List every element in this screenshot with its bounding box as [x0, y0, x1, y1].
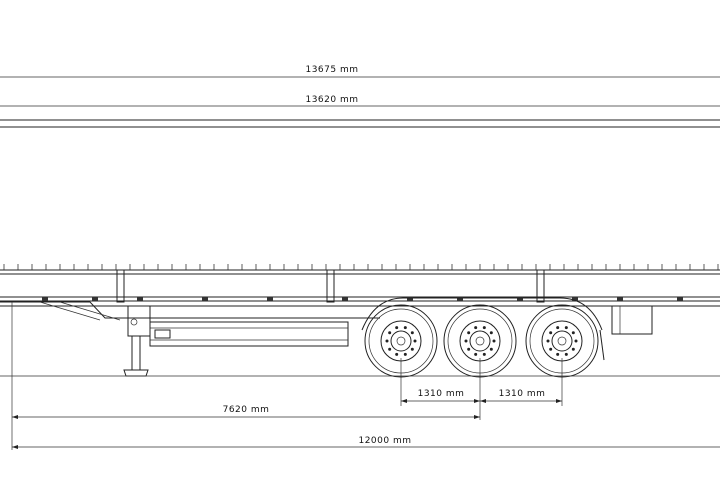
overall-length-dimension: 13675 mm: [0, 65, 720, 78]
extension-lines: [11, 302, 563, 450]
kingpin-to-axle-dimension: 7620 mm: [12, 405, 480, 419]
wheel: [443, 304, 517, 378]
mudguard: [361, 297, 605, 361]
axle-spacing-dimension-1: 1310 mm: [401, 389, 480, 403]
axle-spacing-dimension-2: 1310 mm: [480, 389, 562, 403]
axle-spacing-1-label: 1310 mm: [418, 389, 465, 399]
landing-gear: [123, 305, 151, 377]
body-length-label: 13620 mm: [305, 95, 358, 105]
chassis-length-label: 12000 mm: [358, 436, 411, 446]
chassis-length-dimension: 12000 mm: [12, 436, 720, 449]
stake-posts: [116, 269, 545, 303]
rear-box: [611, 305, 653, 335]
overall-length-label: 13675 mm: [305, 65, 358, 75]
wheels: [364, 304, 599, 378]
curtain-buckles: [3, 264, 719, 270]
body-roof: [0, 119, 720, 128]
kingpin-to-axle-label: 7620 mm: [223, 405, 270, 415]
side-toolbox: [149, 321, 349, 347]
side-rail: [0, 264, 720, 303]
chassis: [0, 301, 720, 321]
rope-hooks: [42, 297, 683, 301]
wheel: [525, 304, 599, 378]
axle-spacing-2-label: 1310 mm: [499, 389, 546, 399]
body-length-dimension: 13620 mm: [0, 95, 720, 107]
